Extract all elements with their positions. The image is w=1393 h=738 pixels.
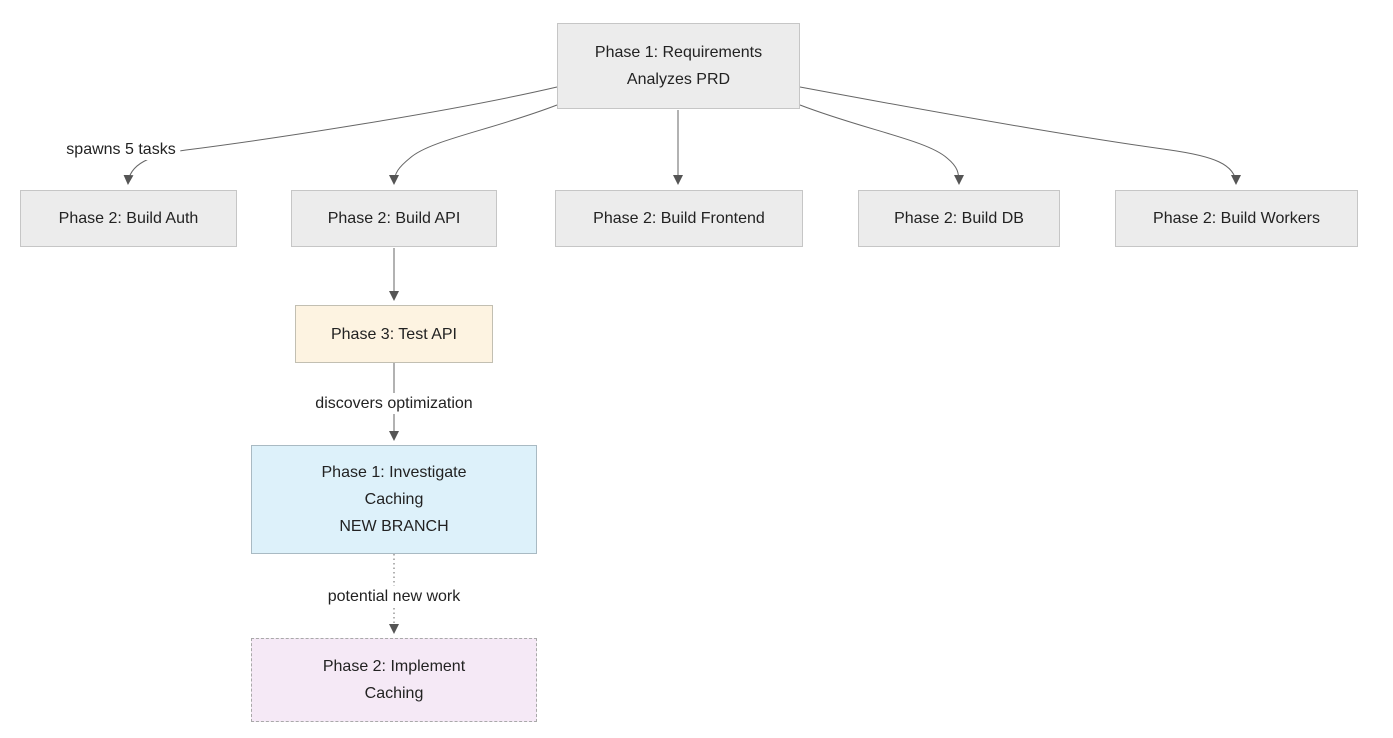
node-phase2-build-db: Phase 2: Build DB — [858, 190, 1060, 247]
node-phase2-build-workers: Phase 2: Build Workers — [1115, 190, 1358, 247]
node-line: Caching — [364, 491, 424, 508]
node-line: Phase 2: Implement — [322, 658, 466, 675]
node-phase1-requirements: Phase 1: Requirements Analyzes PRD — [557, 23, 800, 109]
node-line: NEW BRANCH — [339, 518, 449, 535]
node-line: Phase 3: Test API — [330, 325, 457, 343]
node-line: Phase 1: Requirements — [594, 44, 763, 61]
edge-label-spawns-5-tasks: spawns 5 tasks — [61, 139, 181, 160]
edge-phase1-to-api — [389, 104, 558, 185]
edge-label-potential-new-work: potential new work — [322, 586, 466, 607]
node-line: Analyzes PRD — [626, 71, 731, 88]
node-line: Phase 2: Build Frontend — [593, 210, 765, 227]
node-phase2-build-api: Phase 2: Build API — [291, 190, 497, 247]
node-phase2-build-auth: Phase 2: Build Auth — [20, 190, 237, 247]
node-phase3-test-api: Phase 3: Test API — [295, 305, 493, 363]
node-line: Phase 2: Build DB — [894, 210, 1024, 227]
node-line: Phase 2: Build API — [327, 210, 461, 227]
node-phase1-investigate-caching: Phase 1: Investigate Caching NEW BRANCH — [251, 445, 537, 554]
node-line: Phase 2: Build Workers — [1153, 210, 1320, 227]
edge-label-discovers-optimization: discovers optimization — [310, 393, 478, 414]
node-phase2-implement-caching: Phase 2: Implement Caching — [251, 638, 537, 722]
node-line: Caching — [364, 685, 424, 702]
node-line: Phase 2: Build Auth — [58, 210, 199, 227]
edge-phase1-to-workers — [799, 86, 1241, 185]
edge-phase1-to-auth — [123, 86, 558, 185]
node-phase2-build-frontend: Phase 2: Build Frontend — [555, 190, 803, 247]
edge-phase1-to-db — [799, 104, 964, 185]
node-line: Phase 1: Investigate — [321, 464, 467, 481]
